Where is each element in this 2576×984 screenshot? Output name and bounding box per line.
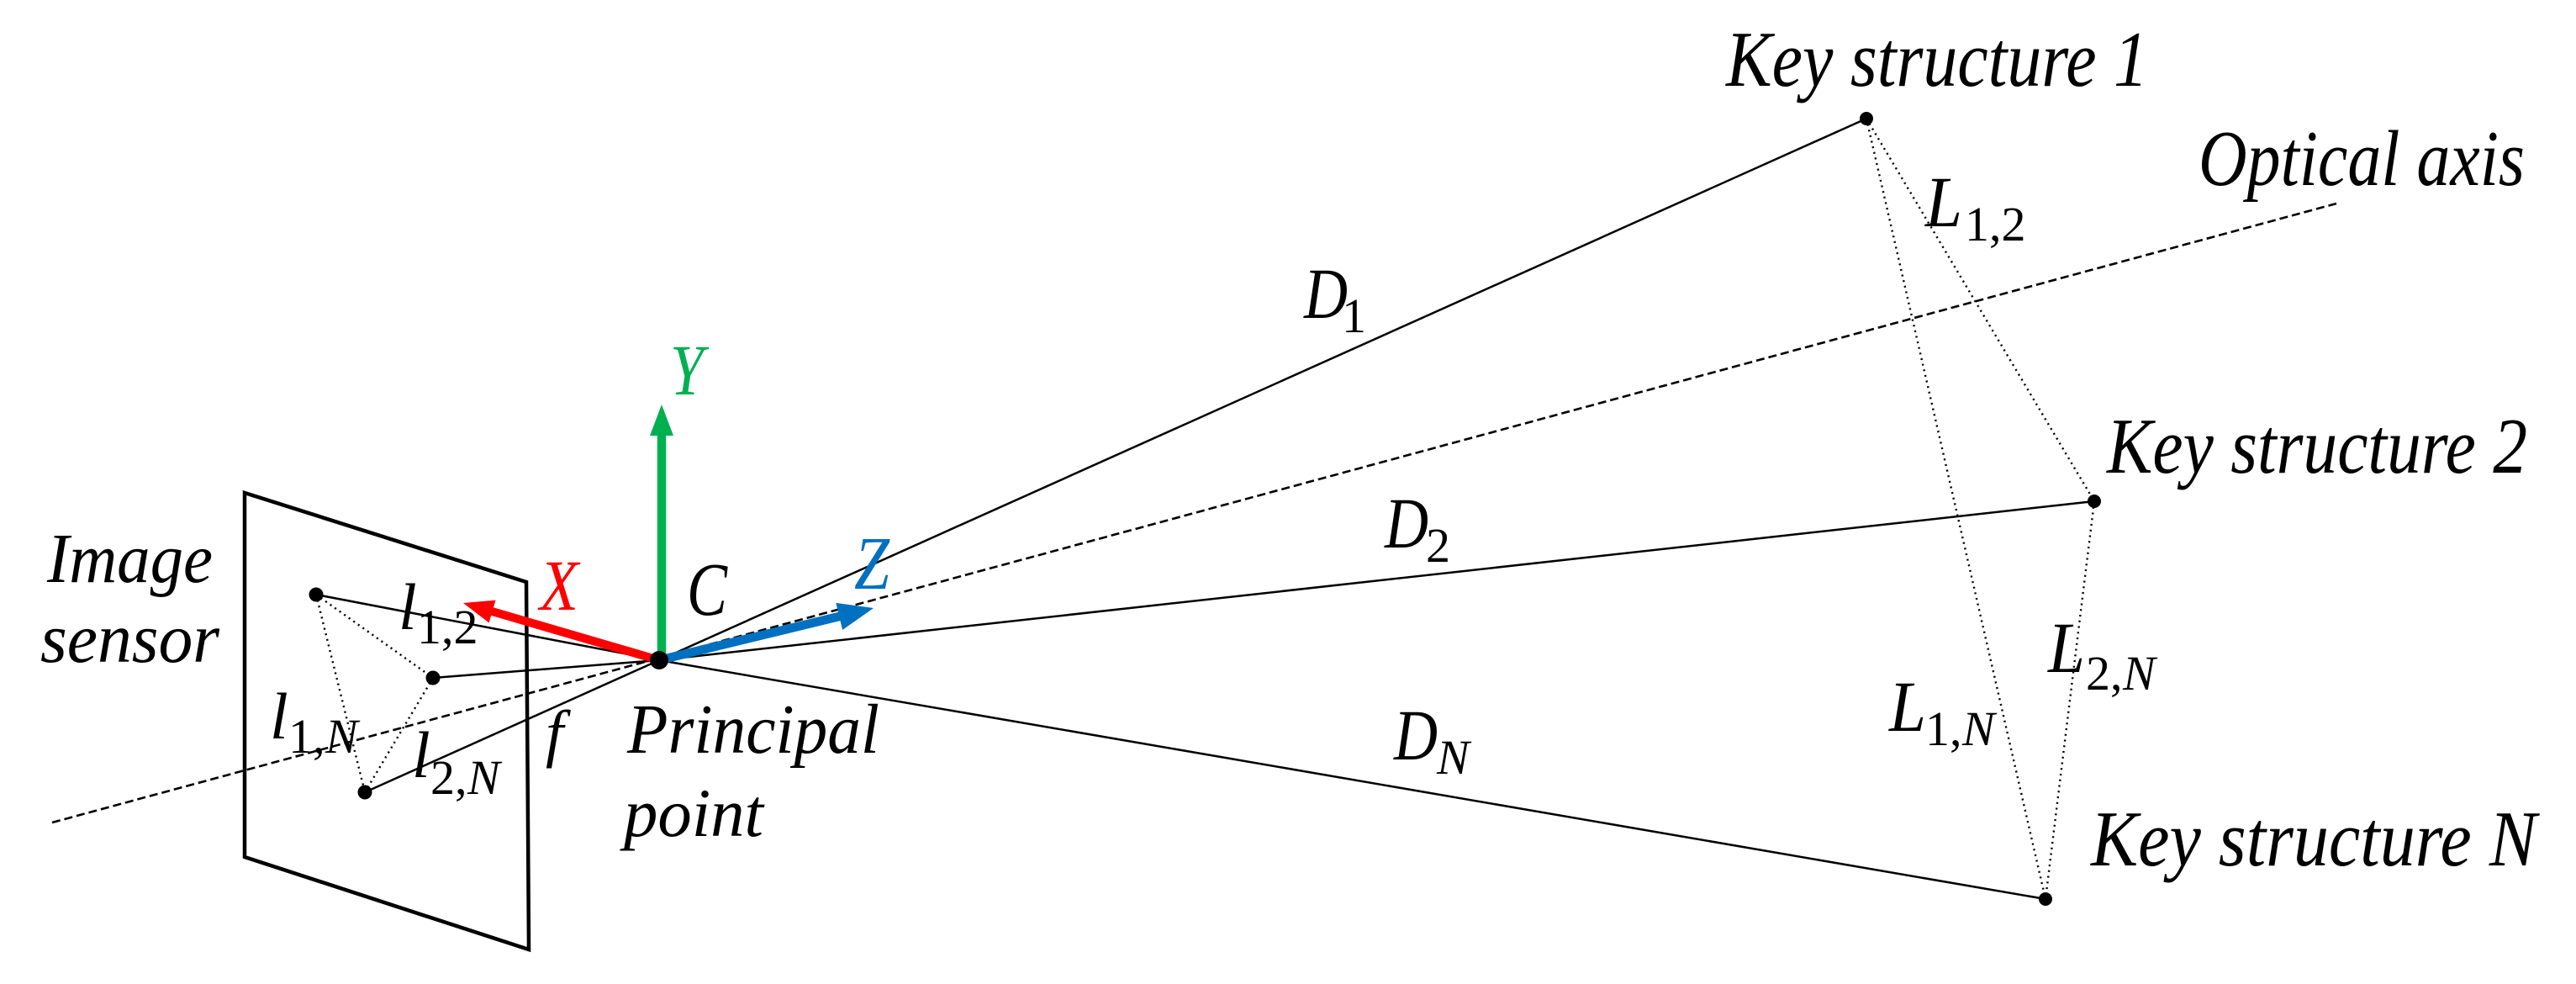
svg-text:N: N <box>1436 730 1472 785</box>
svg-text:N: N <box>2122 646 2158 701</box>
svg-text:2,: 2, <box>2086 646 2123 701</box>
svg-text:C: C <box>687 548 728 632</box>
svg-text:L: L <box>2046 607 2085 688</box>
svg-text:2: 2 <box>1426 518 1450 573</box>
svg-text:1,2: 1,2 <box>417 600 478 654</box>
svg-text:Optical axis: Optical axis <box>2199 115 2525 203</box>
svg-text:1: 1 <box>1342 288 1366 343</box>
svg-text:2,: 2, <box>430 750 467 805</box>
svg-text:l: l <box>412 718 430 791</box>
svg-text:1,: 1, <box>1925 701 1962 756</box>
svg-text:1,: 1, <box>288 709 325 764</box>
svg-text:l: l <box>399 570 417 643</box>
svg-text:N: N <box>467 750 503 805</box>
svg-text:L: L <box>1924 161 1962 242</box>
svg-text:Principal: Principal <box>626 690 879 769</box>
svg-text:Y: Y <box>670 330 710 410</box>
svg-text:D: D <box>1393 695 1438 775</box>
svg-text:L: L <box>1887 666 1926 747</box>
svg-text:Key structure N: Key structure N <box>2089 796 2541 883</box>
svg-text:point: point <box>620 775 765 851</box>
svg-text:sensor: sensor <box>40 600 219 678</box>
svg-text:1,2: 1,2 <box>1965 197 2026 251</box>
svg-text:N: N <box>325 709 361 764</box>
svg-text:N: N <box>1961 701 1998 756</box>
svg-text:X: X <box>537 545 581 626</box>
svg-text:l: l <box>270 680 288 753</box>
svg-text:Image: Image <box>46 520 213 598</box>
svg-text:Z: Z <box>854 522 890 606</box>
svg-text:D: D <box>1384 483 1428 563</box>
svg-text:Key structure 2: Key structure 2 <box>2105 403 2527 490</box>
svg-text:Key structure 1: Key structure 1 <box>1724 16 2148 103</box>
svg-text:D: D <box>1303 253 1348 334</box>
